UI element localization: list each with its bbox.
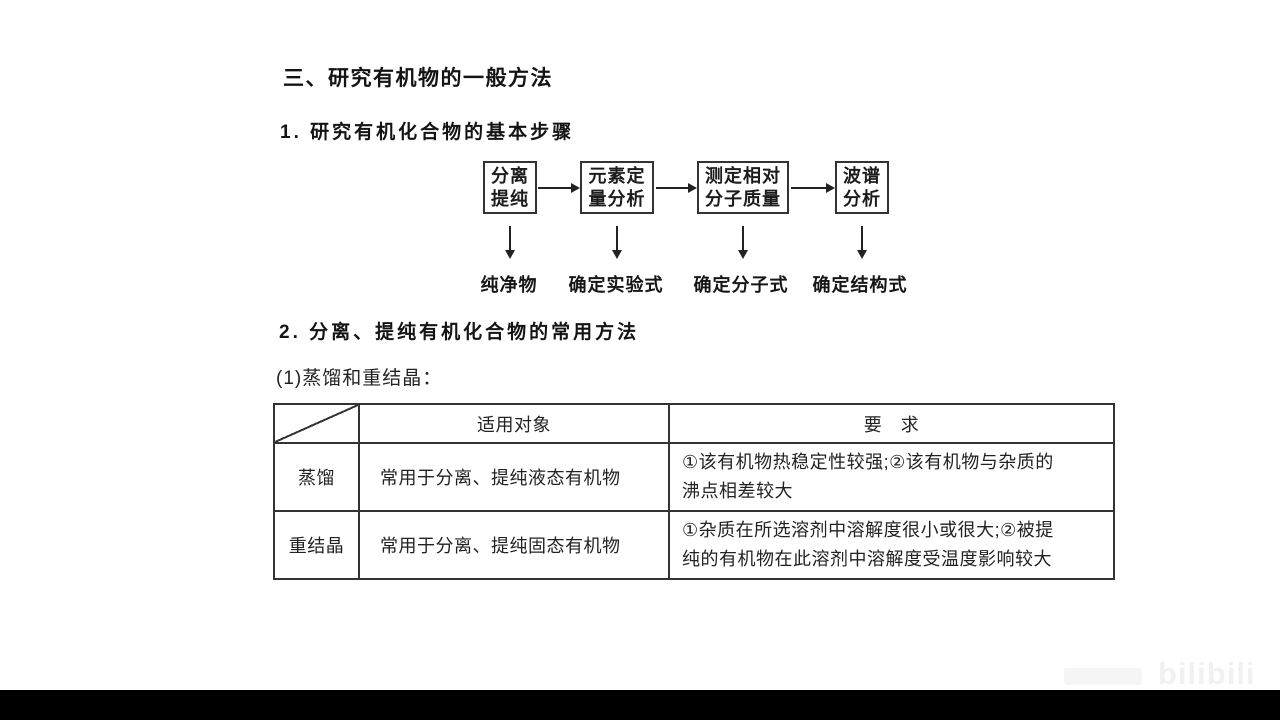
target-cell: 常用于分离、提纯固态有机物 xyxy=(358,510,670,580)
table-row-distillation: 蒸馏 常用于分离、提纯液态有机物 ①该有机物热稳定性较强;②该有机物与杂质的 沸… xyxy=(273,442,1115,512)
right-arrow-icon xyxy=(791,183,835,193)
down-arrow-icon xyxy=(738,226,748,259)
requirement-cell: ①该有机物热稳定性较强;②该有机物与杂质的 沸点相差较大 xyxy=(668,442,1115,512)
faded-watermark xyxy=(1064,668,1142,685)
flow-box-molar-mass: 测定相对 分子质量 xyxy=(697,161,789,214)
flow-box-line: 元素定 xyxy=(588,165,646,186)
flow-box-line: 分子质量 xyxy=(705,188,781,209)
methods-table: 适用对象 要 求 蒸馏 常用于分离、提纯液态有机物 ①该有机物热稳定性较强;②该… xyxy=(273,403,1115,580)
table-row-recrystallization: 重结晶 常用于分离、提纯固态有机物 ①杂质在所选溶剂中溶解度很小或很大;②被提 … xyxy=(273,510,1115,580)
right-arrow-icon xyxy=(538,183,580,193)
flow-box-line: 提纯 xyxy=(491,188,529,209)
flow-box-separate-purify: 分离 提纯 xyxy=(483,161,537,214)
right-arrow-icon xyxy=(656,183,697,193)
page-title: 三、研究有机物的一般方法 xyxy=(283,67,553,90)
requirement-line: ①杂质在所选溶剂中溶解度很小或很大;②被提 xyxy=(682,520,1054,540)
table-caption: (1)蒸馏和重结晶： xyxy=(276,368,443,389)
requirement-line: 纯的有机物在此溶剂中溶解度受温度影响较大 xyxy=(682,549,1052,569)
flow-box-line: 测定相对 xyxy=(705,165,781,186)
header-requirement-col: 要 求 xyxy=(668,403,1115,444)
target-cell: 常用于分离、提纯液态有机物 xyxy=(358,442,670,512)
flow-box-spectral-analysis: 波谱 分析 xyxy=(835,161,889,214)
down-arrow-icon xyxy=(857,226,867,259)
letterbox-bar xyxy=(0,690,1280,720)
bilibili-watermark: bilibili xyxy=(1158,656,1256,691)
down-arrow-icon xyxy=(505,226,515,259)
method-name-cell: 重结晶 xyxy=(273,510,360,580)
diagonal-header-cell xyxy=(273,403,360,444)
flow-box-line: 量分析 xyxy=(588,188,646,209)
table-header-row: 适用对象 要 求 xyxy=(273,403,1115,444)
flow-box-line: 分析 xyxy=(843,188,881,209)
flow-result-label: 确定结构式 xyxy=(812,275,908,295)
down-arrow-icon xyxy=(612,226,622,259)
method-name-cell: 蒸馏 xyxy=(273,442,360,512)
section1-heading: 1. 研究有机化合物的基本步骤 xyxy=(280,122,575,143)
requirement-line: 沸点相差较大 xyxy=(682,481,793,501)
header-target-col: 适用对象 xyxy=(358,403,670,444)
flow-box-line: 分离 xyxy=(491,165,529,186)
flow-result-label: 确定实验式 xyxy=(568,275,664,295)
section2-heading: 2. 分离、提纯有机化合物的常用方法 xyxy=(279,322,640,343)
requirement-line: ①该有机物热稳定性较强;②该有机物与杂质的 xyxy=(682,452,1054,472)
requirement-cell: ①杂质在所选溶剂中溶解度很小或很大;②被提 纯的有机物在此溶剂中溶解度受温度影响… xyxy=(668,510,1115,580)
flow-result-label: 确定分子式 xyxy=(693,275,789,295)
flow-result-label: 纯净物 xyxy=(480,275,538,295)
flow-box-element-analysis: 元素定 量分析 xyxy=(580,161,654,214)
flow-box-line: 波谱 xyxy=(843,165,881,186)
